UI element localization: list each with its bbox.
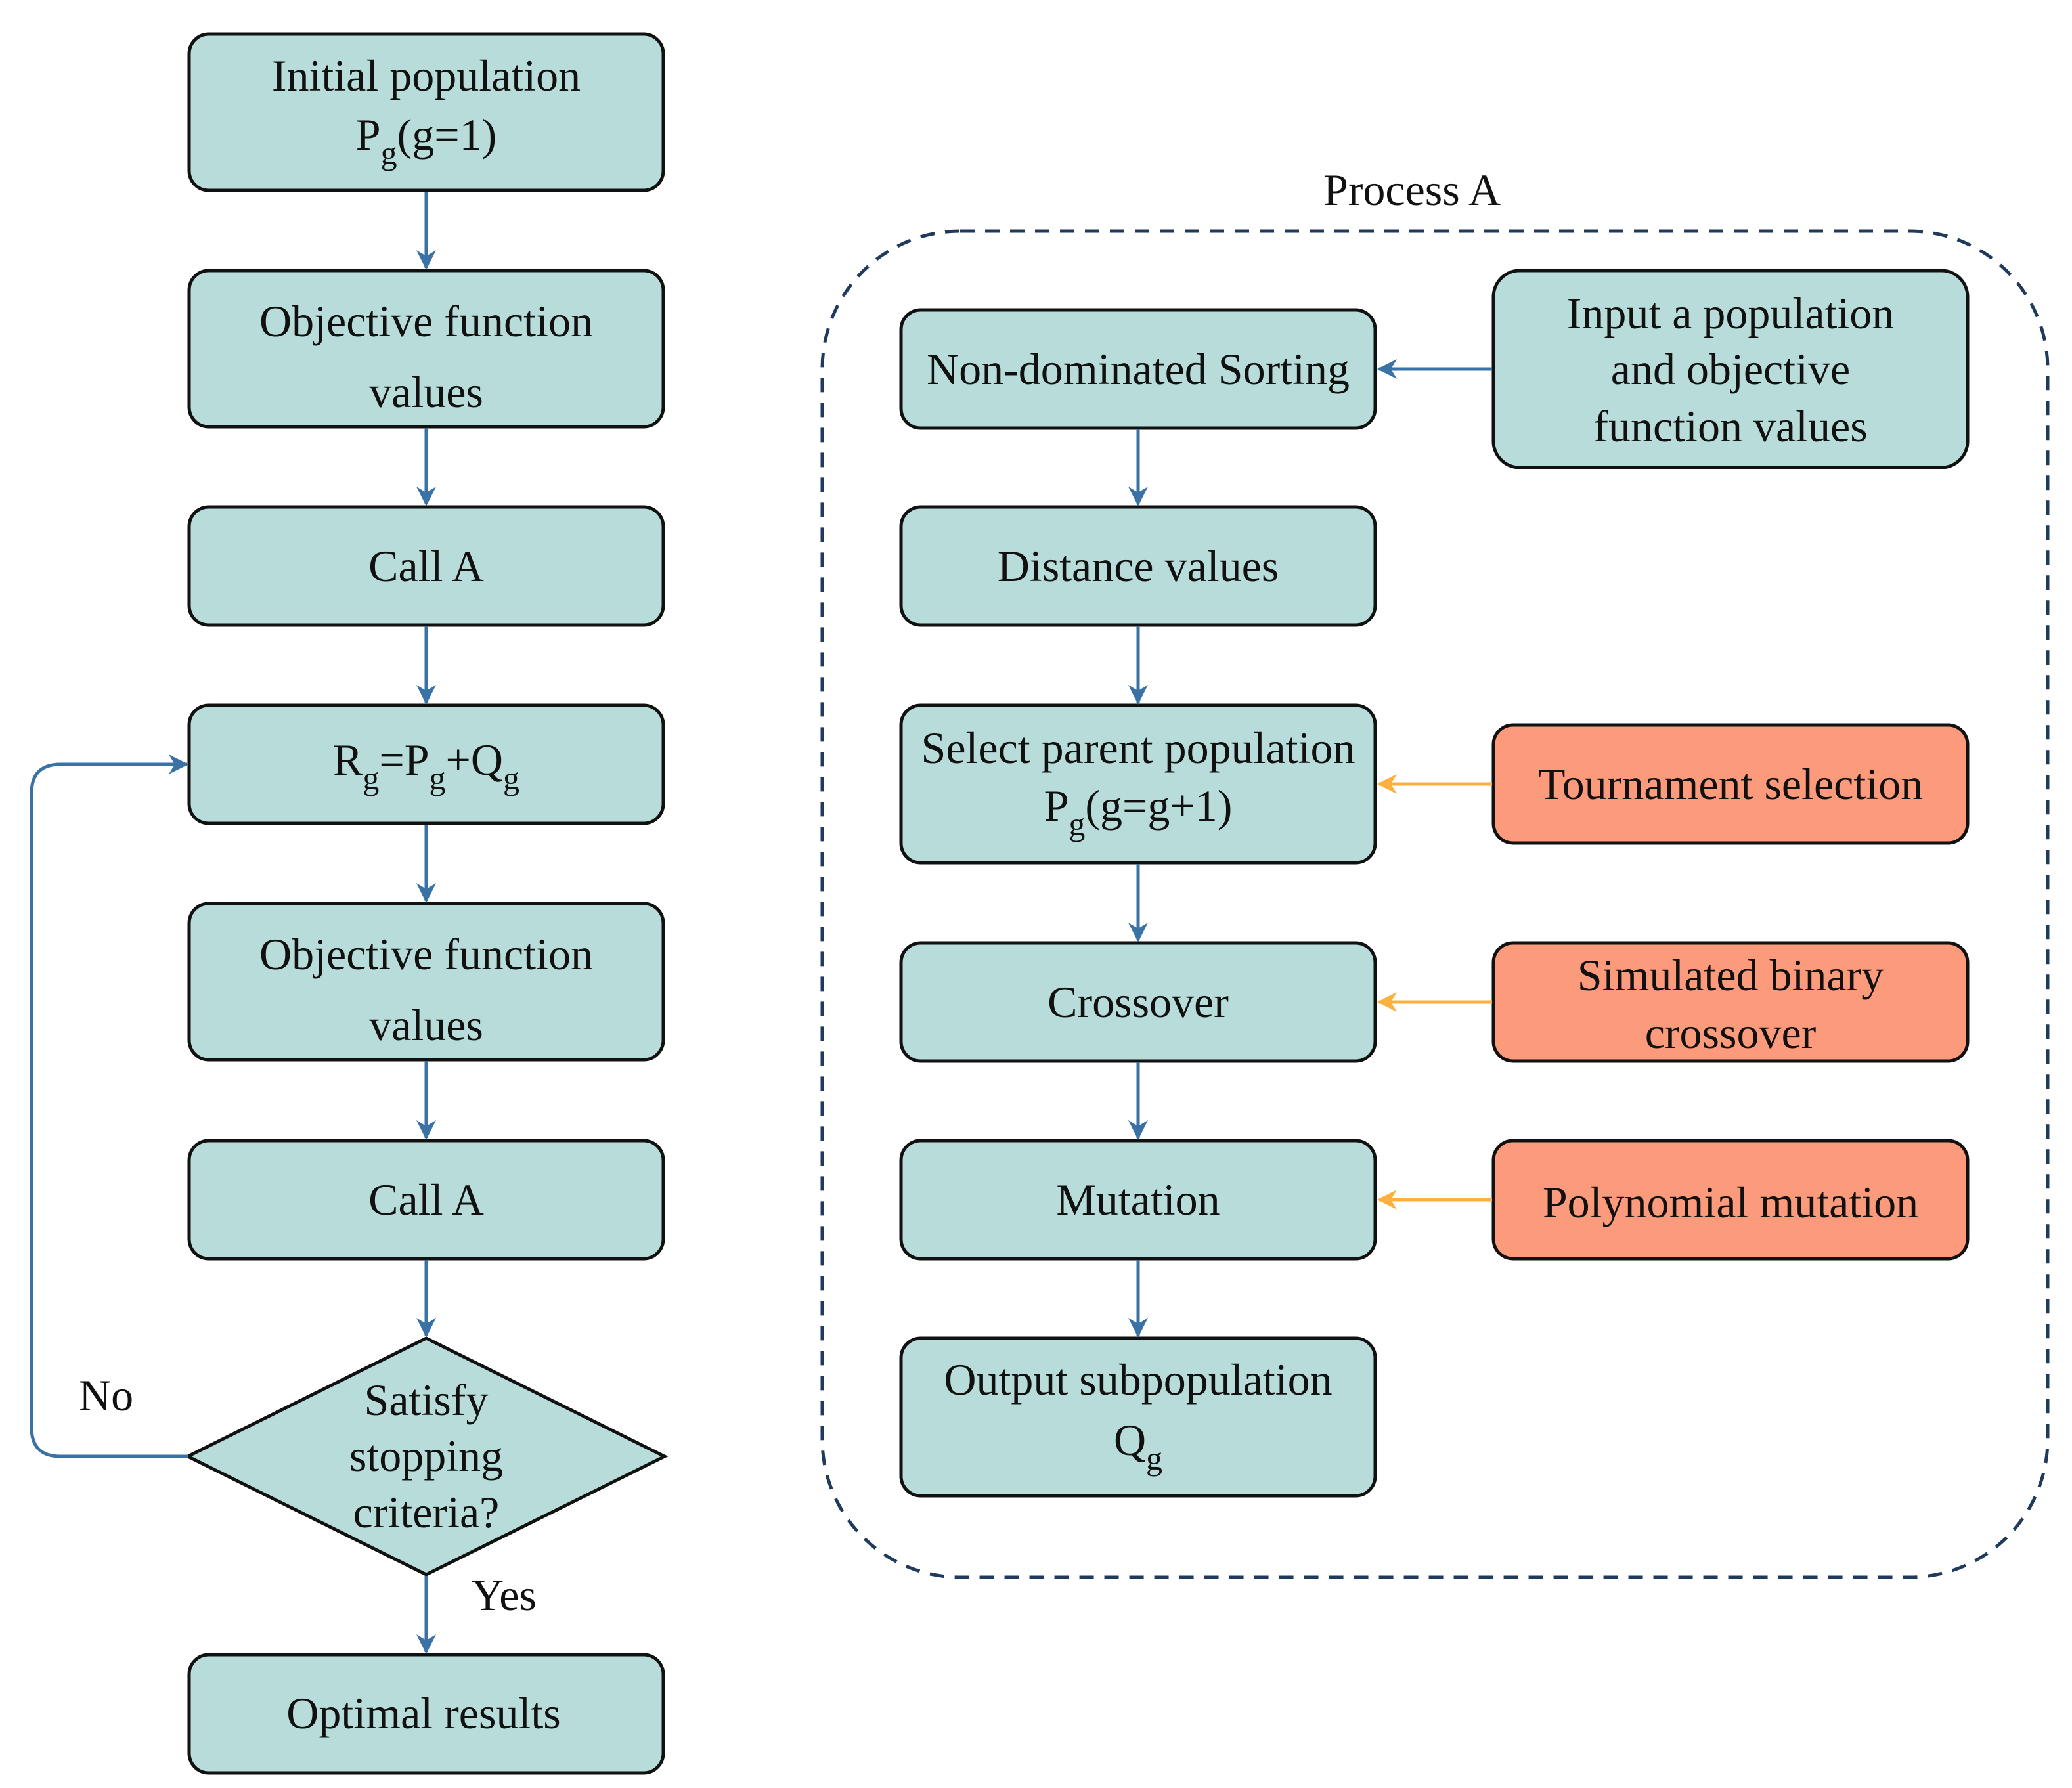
simulated-binary-crossover-node: Simulated binary crossover bbox=[1491, 941, 1970, 1063]
initial-population-rest: (g=1) bbox=[397, 110, 497, 160]
optimal-results-label: Optimal results bbox=[286, 1688, 560, 1738]
mutation-label: Mutation bbox=[1056, 1175, 1220, 1225]
objective-values-node-1: Objective function values bbox=[187, 269, 665, 429]
objective-values-2-line1: Objective function bbox=[259, 929, 593, 979]
process-a-flow-arrows bbox=[1128, 359, 1492, 1338]
call-a-2-label: Call A bbox=[368, 1175, 484, 1225]
process-a-title: Process A bbox=[1323, 165, 1501, 215]
polynomial-mutation-label: Polynomial mutation bbox=[1543, 1177, 1918, 1227]
tournament-selection-label: Tournament selection bbox=[1538, 759, 1923, 809]
combine-formula: Rg=Pg+Qg bbox=[333, 735, 519, 796]
select-parent-population-node: Select parent population Pg(g=g+1) bbox=[899, 703, 1377, 865]
decision-line1: Satisfy bbox=[364, 1375, 489, 1425]
no-label: No bbox=[79, 1370, 133, 1420]
objective-values-1-line1: Objective function bbox=[259, 296, 593, 346]
objective-values-2-line2: values bbox=[369, 1000, 483, 1050]
sbx-line2: crossover bbox=[1645, 1008, 1817, 1058]
crossover-label: Crossover bbox=[1047, 977, 1229, 1027]
distance-values-label: Distance values bbox=[998, 541, 1279, 591]
yes-label: Yes bbox=[472, 1570, 537, 1620]
input-population-line2: and objective bbox=[1611, 344, 1850, 394]
non-dominated-sorting-node: Non-dominated Sorting bbox=[899, 308, 1377, 430]
initial-population-base: P bbox=[356, 110, 381, 160]
optimal-results-node: Optimal results bbox=[187, 1653, 665, 1775]
main-flow-arrows bbox=[30, 192, 436, 1654]
polynomial-mutation-node: Polynomial mutation bbox=[1491, 1139, 1970, 1261]
output-subpopulation-node: Output subpopulation Qg bbox=[899, 1336, 1377, 1498]
sbx-line1: Simulated binary bbox=[1577, 950, 1884, 1000]
stopping-criteria-decision: Satisfy stopping criteria? bbox=[184, 1336, 669, 1577]
initial-population-node: Initial population Pg(g=1) bbox=[187, 32, 665, 192]
combine-population-node: Rg=Pg+Qg bbox=[187, 703, 665, 825]
distance-values-node: Distance values bbox=[899, 505, 1377, 627]
initial-population-formula: Pg(g=1) bbox=[356, 110, 496, 171]
initial-population-line1: Initial population bbox=[272, 51, 581, 100]
select-parent-formula: Pg(g=g+1) bbox=[1044, 781, 1233, 842]
initial-population-sub: g bbox=[381, 135, 397, 171]
input-population-line1: Input a population bbox=[1567, 288, 1895, 338]
process-a-container bbox=[820, 229, 2050, 1579]
output-subpopulation-formula: Qg bbox=[1114, 1415, 1162, 1477]
objective-values-node-2: Objective function values bbox=[187, 902, 665, 1062]
call-a-node-1: Call A bbox=[187, 505, 665, 627]
decision-line2: stopping bbox=[349, 1431, 503, 1481]
non-dominated-sorting-label: Non-dominated Sorting bbox=[927, 344, 1350, 394]
call-a-1-label: Call A bbox=[368, 541, 484, 591]
input-population-line3: function values bbox=[1593, 401, 1867, 451]
output-subpopulation-line1: Output subpopulation bbox=[944, 1355, 1332, 1405]
select-parent-line1: Select parent population bbox=[921, 723, 1356, 773]
operator-arrows bbox=[1377, 774, 1492, 1210]
tournament-selection-node: Tournament selection bbox=[1491, 723, 1970, 845]
objective-values-1-line2: values bbox=[369, 367, 483, 417]
decision-line3: criteria? bbox=[353, 1487, 500, 1537]
input-population-node: Input a population and objective functio… bbox=[1491, 269, 1970, 469]
mutation-node: Mutation bbox=[899, 1139, 1377, 1261]
call-a-node-2: Call A bbox=[187, 1139, 665, 1261]
arrow-no-loop-back bbox=[30, 754, 188, 1458]
crossover-node: Crossover bbox=[899, 941, 1377, 1063]
